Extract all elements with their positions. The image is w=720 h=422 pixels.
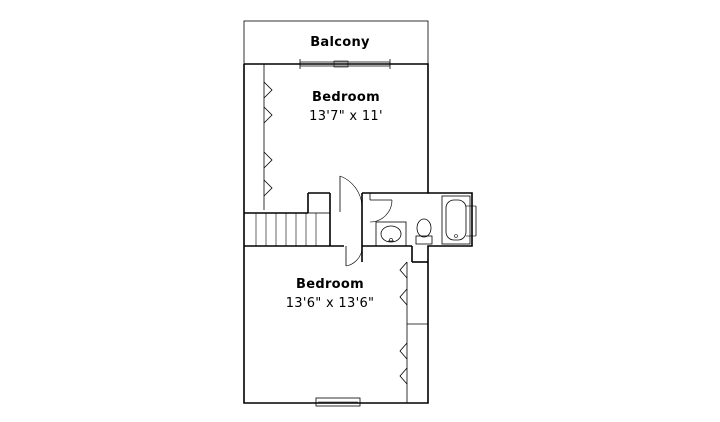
sliding-door-balcony[interactable]: [299, 59, 391, 69]
bifold-door[interactable]: [399, 261, 408, 279]
exterior-walls: [243, 63, 473, 404]
door-bathroom[interactable]: [369, 199, 393, 223]
lower-bedroom-size: 13'6" x 13'6": [286, 296, 375, 311]
balcony-label: Balcony: [310, 35, 370, 50]
bifold-door[interactable]: [263, 81, 273, 99]
upper-bedroom-closet: [263, 64, 273, 210]
upper-bedroom-size: 13'7" x 11': [309, 109, 383, 124]
door-upper-bedroom[interactable]: [339, 175, 363, 212]
bifold-door[interactable]: [399, 288, 408, 306]
bathroom-toilet: [415, 218, 433, 245]
staircase: [243, 212, 331, 247]
bifold-door[interactable]: [263, 179, 273, 197]
upper-bedroom-label: Bedroom: [312, 90, 380, 105]
balcony: Balcony: [243, 20, 429, 65]
bathtub: [441, 195, 477, 245]
bifold-door[interactable]: [263, 106, 273, 124]
door-lower-bedroom[interactable]: [345, 246, 363, 267]
bifold-door[interactable]: [263, 151, 273, 169]
window-bottom: [315, 397, 361, 407]
interior-walls: [244, 192, 428, 263]
lower-bedroom-label: Bedroom: [296, 277, 364, 292]
lower-bedroom-closet: [399, 261, 428, 403]
bifold-door[interactable]: [399, 342, 408, 360]
bifold-door[interactable]: [399, 367, 408, 385]
bathroom-sink: [375, 221, 407, 247]
